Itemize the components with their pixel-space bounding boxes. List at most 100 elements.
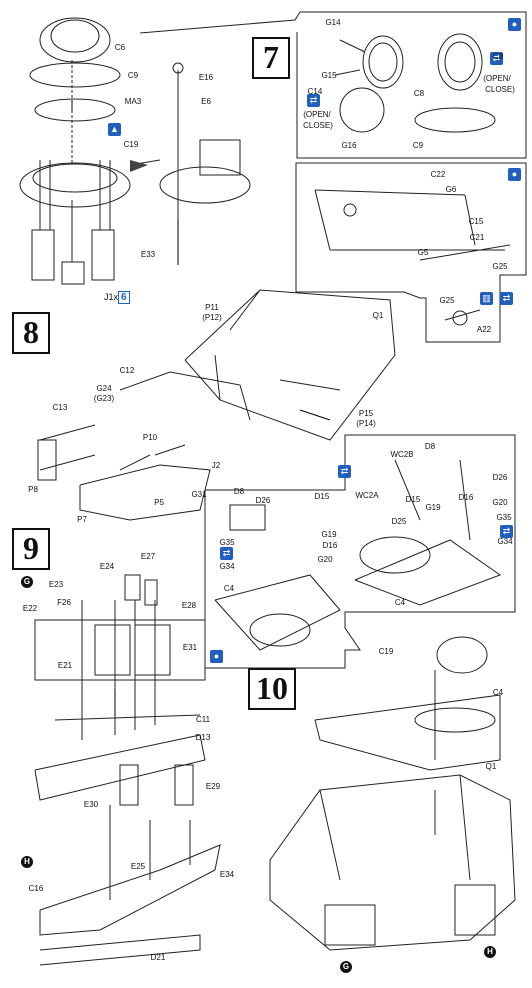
step7-leader	[139, 11, 527, 159]
part-label: G35	[219, 538, 235, 547]
part-label: C14	[307, 87, 323, 96]
part-label: (OPEN/	[303, 110, 331, 119]
part-label: C6	[114, 43, 126, 52]
part-label: G20	[492, 498, 508, 507]
part-label: D21	[150, 953, 166, 962]
open-close-icon: ⇄	[307, 94, 320, 107]
part-label: G19	[321, 530, 337, 539]
part-label: P11	[205, 303, 219, 312]
part-label: G34	[219, 562, 235, 571]
arrow-head-1	[130, 160, 148, 172]
part-label: D26	[255, 496, 271, 505]
marker-g: G	[340, 961, 352, 973]
part-label: C11	[195, 715, 211, 724]
part-label: E27	[140, 552, 156, 561]
marker-g: G	[21, 576, 33, 588]
part-label: C15	[468, 217, 484, 226]
arrows	[71, 100, 331, 715]
part-label: E24	[99, 562, 115, 571]
part-label: E16	[198, 73, 214, 82]
open-close-icon: ⇄	[500, 292, 513, 305]
part-label: MA3	[124, 97, 142, 106]
part-label: P15	[358, 409, 374, 418]
hatch-sketch-1	[334, 33, 496, 133]
part-label: C22	[430, 170, 446, 179]
part-label: C4	[223, 584, 235, 593]
part-label: C9	[412, 141, 424, 150]
part-label: D16	[322, 541, 338, 550]
part-label: E25	[130, 862, 146, 871]
step-10-badge: 10	[248, 668, 296, 710]
part-label: C19	[378, 647, 394, 656]
part-label: E29	[205, 782, 221, 791]
part-label: F26	[57, 598, 71, 607]
step-9-badge: 9	[12, 528, 50, 570]
open-close-icon: ⇄	[500, 525, 513, 538]
hull-step10	[269, 636, 516, 951]
part-label: C8	[413, 89, 425, 98]
hull-step8	[37, 289, 396, 521]
part-label: (G23)	[93, 394, 115, 403]
part-label: G35	[496, 513, 512, 522]
part-label: D8	[424, 442, 436, 451]
part-label: C19	[123, 140, 139, 149]
part-label: P5	[154, 498, 164, 507]
part-label: C4	[394, 598, 406, 607]
part-label: D15	[314, 492, 330, 501]
part-label: D8	[233, 487, 245, 496]
part-label: C4	[492, 688, 504, 697]
compartment-step9	[34, 574, 221, 966]
part-label: E30	[83, 800, 99, 809]
paint-bottle-icon: ●	[508, 18, 521, 31]
cement-icon: ▥	[480, 292, 493, 305]
part-label: P7	[77, 515, 87, 524]
open-close-icon: ⇄	[490, 52, 503, 65]
part-label: C8	[492, 52, 504, 61]
part-label: G14	[325, 18, 341, 27]
paint-bottle-icon: ●	[508, 168, 521, 181]
part-label: G6	[445, 185, 457, 194]
marker-h: H	[21, 856, 33, 868]
part-label: Q1	[485, 762, 497, 771]
part-label: C9	[127, 71, 139, 80]
part-label: G15	[321, 71, 337, 80]
part-label: D16	[458, 493, 474, 502]
part-label: (P12)	[202, 313, 222, 322]
paint-bottle-icon: ●	[210, 650, 223, 663]
part-label: C16	[28, 884, 44, 893]
part-label: G31	[191, 490, 207, 499]
part-label: D15	[405, 495, 421, 504]
turret-exploded	[19, 17, 131, 285]
mast-assembly	[129, 62, 251, 265]
step10-frame	[204, 434, 516, 669]
part-label: WC2B	[390, 450, 414, 459]
part-label: G25	[439, 296, 455, 305]
marker-h: H	[484, 946, 496, 958]
part-label: E22	[22, 604, 38, 613]
part-label: P8	[28, 485, 38, 494]
part-label: Q1	[372, 311, 384, 320]
part-label: G34	[497, 537, 513, 546]
part-label: E31	[182, 643, 198, 652]
part-label: G24	[96, 384, 112, 393]
part-label: D26	[492, 473, 508, 482]
part-label: G5	[417, 248, 429, 257]
part-label: E21	[57, 661, 73, 670]
step7b-sketch	[314, 189, 511, 326]
part-label: (OPEN/	[483, 74, 511, 83]
step7b-frame	[295, 162, 527, 343]
part-label: E23	[48, 580, 64, 589]
open-close-icon: ⇄	[220, 547, 233, 560]
part-label: P10	[142, 433, 158, 442]
part-label: E34	[219, 870, 235, 879]
part-label: C21	[469, 233, 485, 242]
part-label: G25	[492, 262, 508, 271]
step-7-badge: 7	[252, 37, 290, 79]
part-label: D25	[391, 517, 407, 526]
part-label: WC2A	[355, 491, 379, 500]
part-label: E28	[181, 601, 197, 610]
part-label: G16	[341, 141, 357, 150]
